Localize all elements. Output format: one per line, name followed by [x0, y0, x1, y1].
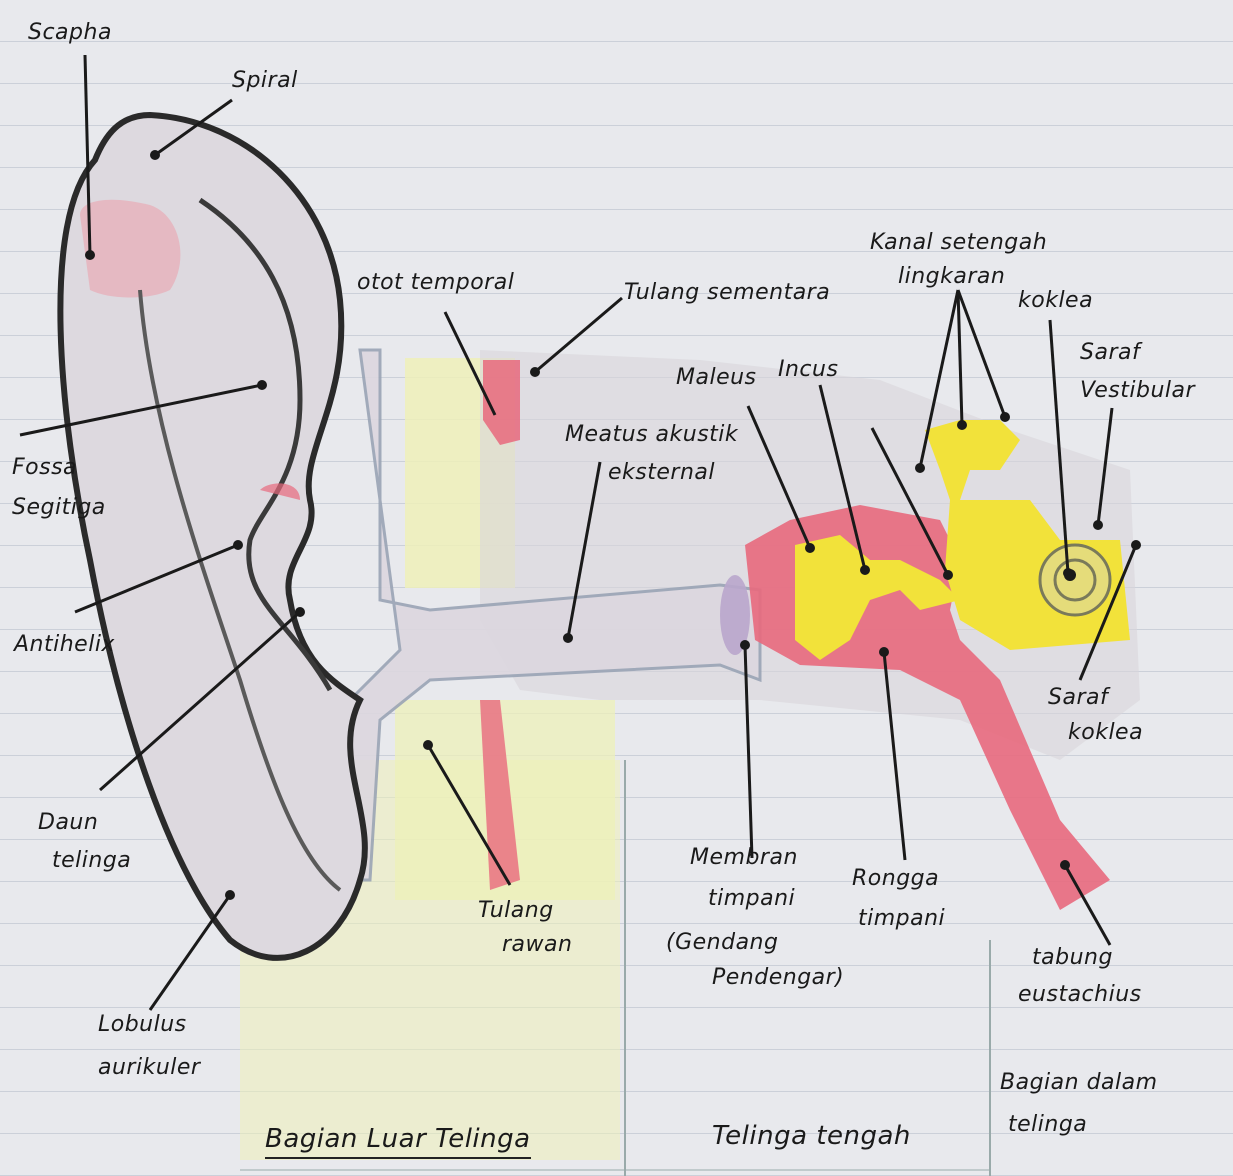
label-membran-line2: timpani — [708, 886, 795, 911]
label-otot-temporal: otot temporal — [357, 270, 514, 295]
section-inner-ear-line1: Bagian dalam — [1000, 1070, 1158, 1095]
label-saraf-vestibular-line2: Vestibular — [1080, 378, 1195, 403]
label-koklea: koklea — [1018, 288, 1093, 313]
label-kanal-line1: Kanal setengah — [870, 230, 1047, 255]
section-inner-ear-line2: telinga — [1008, 1112, 1087, 1137]
label-antihelix: Antihelix — [14, 632, 115, 657]
label-kanal-line2: lingkaran — [898, 264, 1005, 289]
label-meatus-line1: Meatus akustik — [565, 422, 738, 447]
label-tulang-sementara: Tulang sementara — [624, 280, 830, 305]
label-saraf-vestibular-line1: Saraf — [1080, 340, 1140, 365]
label-meatus-line2: eksternal — [608, 460, 715, 485]
label-tabung-line1: tabung — [1032, 945, 1113, 970]
label-fossa-line1: Fossa — [12, 455, 77, 480]
auricle — [60, 115, 364, 958]
label-daun-line2: telinga — [52, 848, 131, 873]
label-membran-line3: (Gendang — [666, 930, 778, 955]
label-saraf-koklea-line1: Saraf — [1048, 685, 1108, 710]
label-membran-line1: Membran — [690, 845, 798, 870]
label-saraf-koklea-line2: koklea — [1068, 720, 1143, 745]
label-tulang-rawan-line2: rawan — [502, 932, 572, 957]
label-tulang-rawan-line1: Tulang — [478, 898, 554, 923]
section-outer-ear: Bagian Luar Telinga — [265, 1125, 531, 1159]
label-tabung-line2: eustachius — [1018, 982, 1142, 1007]
label-scapha: Scapha — [28, 20, 112, 45]
section-middle-ear: Telinga tengah — [712, 1122, 911, 1152]
label-incus: Incus — [778, 357, 838, 382]
label-daun-line1: Daun — [38, 810, 98, 835]
label-rongga-line1: Rongga — [852, 866, 939, 891]
label-fossa-line2: Segitiga — [12, 495, 106, 520]
label-lobulus-line2: aurikuler — [98, 1055, 200, 1080]
label-spiral: Spiral — [232, 68, 298, 93]
label-lobulus-line1: Lobulus — [98, 1012, 187, 1037]
label-rongga-line2: timpani — [858, 906, 945, 931]
label-maleus: Maleus — [676, 365, 757, 390]
label-membran-line4: Pendengar) — [712, 965, 844, 990]
